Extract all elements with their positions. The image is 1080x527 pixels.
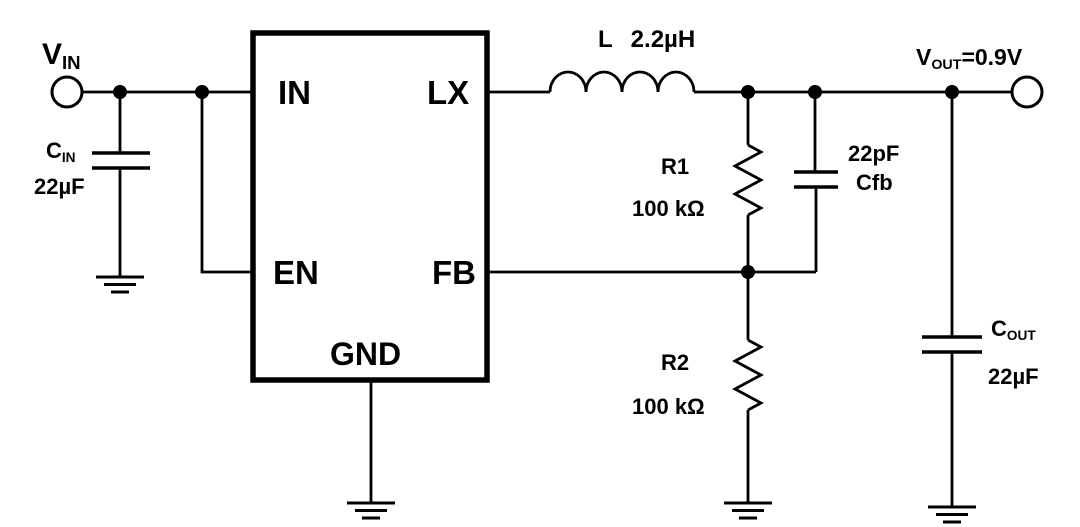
ground-ic [347, 501, 395, 520]
vout-symbol: V [916, 44, 932, 70]
resistor-r1-symbol [732, 143, 764, 217]
vin-label: VIN [42, 40, 81, 73]
capacitor-cout-symbol [922, 335, 982, 354]
cin-ref-label: CIN [46, 138, 76, 165]
r1-value-label: 100 kΩ [632, 196, 705, 221]
wire-en-branch [200, 92, 253, 274]
junction-fb [741, 265, 755, 279]
junction-en [195, 85, 209, 99]
vin-subscript: IN [62, 52, 81, 74]
ground-cin [96, 275, 144, 294]
r2-value-label: 100 kΩ [632, 394, 705, 419]
junction-dots [113, 85, 959, 279]
vin-symbol: V [42, 38, 63, 71]
junction-cout [945, 85, 959, 99]
capacitor-cin-symbol [92, 151, 150, 170]
vout-label: VOUT=0.9V [916, 44, 1023, 73]
vout-value: =0.9V [961, 44, 1023, 70]
cout-symbol: C [991, 316, 1007, 341]
resistor-r2-symbol [732, 338, 764, 412]
cin-symbol: C [46, 138, 62, 163]
ground-r2 [724, 501, 772, 520]
vout-subscript: OUT [931, 56, 962, 73]
cin-subscript: IN [61, 149, 76, 165]
cin-value-label: 22µF [34, 174, 85, 199]
cout-value-label: 22µF [988, 364, 1039, 389]
junction-cfb-top [808, 85, 822, 99]
ic-body [250, 30, 490, 383]
inductor-value: 2.2µH [630, 26, 696, 53]
cfb-ref-label: Cfb [856, 170, 893, 195]
inductor-symbol [548, 70, 696, 93]
inductor-label: L 2.2µH [598, 28, 695, 52]
capacitor-cfb-symbol [794, 170, 838, 189]
cfb-value-label: 22pF [848, 141, 900, 166]
ic-pin-gnd-label: GND [330, 336, 402, 372]
ic-pin-in-label: IN [278, 74, 311, 111]
ic-pin-lx-label: LX [427, 74, 470, 111]
r1-ref-label: R1 [661, 154, 690, 179]
junction-cin [113, 85, 127, 99]
cout-subscript: OUT [1006, 327, 1036, 343]
inductor-designator: L [598, 26, 613, 53]
ground-cout [928, 505, 976, 524]
vin-terminal-circle [50, 75, 84, 109]
junction-r1-top [741, 85, 755, 99]
cout-ref-label: COUT [991, 316, 1036, 343]
ic-pin-en-label: EN [273, 254, 319, 291]
ic-pin-fb-label: FB [432, 254, 476, 291]
vout-terminal-circle [1010, 75, 1044, 109]
r2-ref-label: R2 [661, 350, 690, 375]
